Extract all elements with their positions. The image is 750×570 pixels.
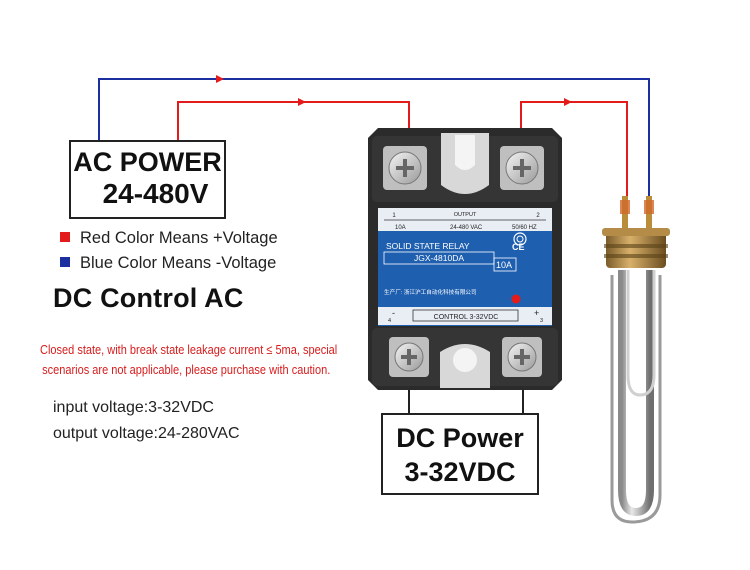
ac-power-box: AC POWER 24-480V bbox=[69, 140, 226, 219]
dc-power-voltage: 3-32VDC bbox=[404, 457, 516, 487]
relay-voltage: 24-480 VAC bbox=[450, 225, 483, 231]
red-swatch-icon bbox=[60, 232, 70, 242]
page-title: DC Control AC bbox=[53, 283, 244, 313]
red-wire-ac bbox=[177, 98, 410, 145]
relay-rating: 10A bbox=[496, 260, 512, 270]
ac-power-voltage: 24-480V bbox=[102, 178, 209, 209]
relay-terminal-1: 1 bbox=[392, 213, 396, 219]
blue-wire-arrow bbox=[216, 75, 224, 83]
relay-name: SOLID STATE RELAY bbox=[386, 241, 470, 251]
legend-blue-label: Blue Color Means -Voltage bbox=[80, 254, 277, 272]
relay-current-small: 10A bbox=[395, 225, 406, 231]
screw-terminal-icon bbox=[502, 337, 542, 377]
blue-wire bbox=[98, 78, 650, 198]
relay-terminal-2: 2 bbox=[536, 213, 540, 219]
screw-terminal-icon bbox=[389, 337, 429, 377]
relay-frequency: 50/60 HZ bbox=[512, 225, 537, 231]
relay-plus: + bbox=[534, 308, 539, 318]
legend-red: Red Color Means +Voltage bbox=[60, 229, 278, 248]
relay-output-label: OUTPUT bbox=[454, 212, 477, 218]
relay-manufacturer: 生产厂: 浙江沪工自动化科技有限公司 bbox=[384, 288, 477, 296]
relay-terminal-3: 3 bbox=[540, 318, 543, 324]
ccc-mark-icon bbox=[513, 232, 527, 246]
relay-control-label: CONTROL 3-32VDC bbox=[434, 314, 499, 321]
legend-red-label: Red Color Means +Voltage bbox=[80, 229, 278, 247]
note-line-2: scenarios are not applicable, please pur… bbox=[42, 362, 331, 377]
dc-power-label: DC Power bbox=[396, 423, 524, 453]
output-voltage-spec: output voltage:24-280VAC bbox=[53, 425, 240, 442]
blue-swatch-icon bbox=[60, 257, 70, 267]
warning-note: Closed state, with break state leakage c… bbox=[40, 340, 338, 380]
screw-terminal-icon bbox=[383, 146, 427, 190]
ac-power-label: AC POWER bbox=[73, 147, 222, 177]
relay-model: JGX-4810DA bbox=[414, 253, 464, 263]
screw-terminal-icon bbox=[500, 146, 544, 190]
led-indicator-icon bbox=[511, 294, 521, 304]
relay-minus: - bbox=[392, 308, 395, 318]
legend-blue: Blue Color Means -Voltage bbox=[60, 254, 276, 273]
input-voltage-spec: input voltage:3-32VDC bbox=[53, 399, 214, 416]
note-line-1: Closed state, with break state leakage c… bbox=[40, 342, 338, 357]
relay-terminal-4: 4 bbox=[388, 318, 391, 324]
heating-element-icon bbox=[602, 196, 670, 524]
dc-power-box: DC Power 3-32VDC bbox=[381, 413, 539, 495]
relay-ce-mark: CE bbox=[512, 242, 525, 252]
red-wire-load bbox=[520, 98, 628, 198]
